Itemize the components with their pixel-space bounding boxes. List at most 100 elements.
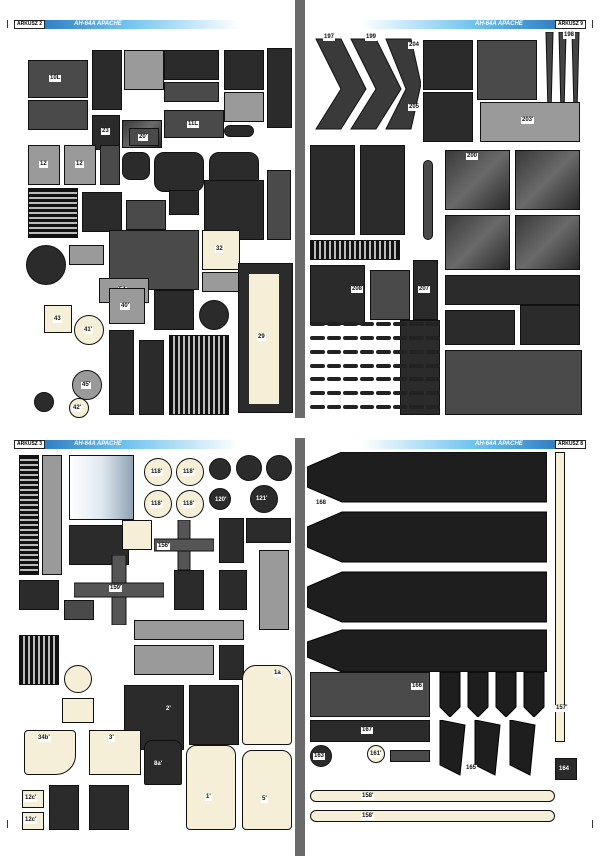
part-tread-strip [310, 240, 400, 260]
part-1: 1' [186, 745, 236, 830]
part-12: 12 [28, 145, 60, 185]
part-wheel-housing [26, 245, 66, 285]
sheet-label: ARKUSZ 3 [14, 440, 46, 449]
part-43: 43 [44, 305, 72, 333]
part-197-label: 197 [323, 34, 336, 41]
part-12: 12 [64, 145, 96, 185]
part-118: 118' [144, 490, 172, 518]
part-block [219, 645, 244, 680]
part-204-strip-set [423, 40, 473, 90]
part-34b: 34b' [24, 730, 76, 775]
crop-mark [592, 820, 593, 828]
part-tire [266, 455, 292, 481]
part-panel [126, 200, 166, 230]
part-strip [267, 48, 292, 128]
part-block [64, 600, 94, 620]
model-title: AH-64A APACHE [475, 21, 523, 27]
part-120: 120' [209, 488, 231, 510]
part-panel [445, 215, 510, 270]
part-engine-block [19, 635, 59, 685]
part-167: 167 [310, 720, 430, 742]
part-161: 161' [367, 745, 385, 763]
part-118: 118' [144, 458, 172, 486]
part-208-gears: 208 [310, 265, 365, 325]
sheet-header-bar [305, 440, 586, 449]
part-205-label: 205 [408, 104, 421, 111]
part-32: 32 [202, 230, 240, 270]
part-168-label: 168 [315, 500, 328, 507]
sheet-label: ARKUSZ 8 [554, 440, 586, 449]
part-instrument-panel [520, 305, 580, 345]
part-panel [219, 570, 247, 610]
part-decal-panels [360, 145, 405, 235]
part-168-fuselage-panels [307, 452, 547, 672]
sheet-arkusz-3: ARKUSZ 3 AH-64A APACHE 118' 118' 118' 11… [14, 440, 295, 835]
part-12c: 12c' [22, 790, 44, 808]
part-42: 42' [69, 398, 89, 418]
part-165-label: 165 [465, 765, 478, 772]
part-156-label: 156' [157, 543, 171, 550]
part-40: 40' [109, 288, 145, 324]
part-3: 3' [89, 730, 141, 775]
part-panel [134, 645, 214, 675]
part-tire [236, 455, 262, 481]
part-157-pole [555, 452, 565, 742]
part-box [202, 272, 240, 292]
part-169-wedges [439, 720, 536, 776]
part-box [122, 520, 152, 550]
part-10l: 10L [28, 60, 88, 98]
part-blade [423, 160, 433, 240]
crop-mark [7, 20, 8, 28]
part-panel [164, 50, 219, 80]
part-12c: 12c' [22, 812, 44, 830]
part-199-label: 199 [365, 34, 378, 41]
model-title: AH-64A APACHE [475, 441, 523, 447]
part-strip [267, 170, 291, 240]
part-bracket [154, 290, 194, 330]
part-panel [28, 100, 88, 130]
part-198-label: 198 [563, 32, 576, 39]
part-200-panel [515, 150, 580, 210]
part-instrument-strip [445, 310, 515, 345]
part-204-label: 204 [408, 42, 421, 49]
part-box [124, 50, 164, 90]
part-column [259, 550, 289, 630]
crop-mark [592, 20, 593, 28]
part-158-rod: 158' [310, 810, 555, 822]
part-seat [122, 152, 150, 180]
part-5: 5' [242, 750, 292, 830]
part-box [224, 92, 264, 122]
part-small-blades [390, 750, 430, 762]
part-20: 20' [129, 128, 159, 146]
part-box [174, 570, 204, 610]
part-decal-panels [310, 145, 355, 235]
part-panel [189, 685, 239, 745]
part-box [69, 245, 104, 265]
part-118: 118' [176, 490, 204, 518]
part-205-strip-set [423, 92, 473, 142]
part-198-blades [545, 32, 580, 112]
part-159-label: 159' [109, 585, 123, 592]
part-frame-ribs [28, 188, 78, 238]
part-41: 41' [74, 315, 104, 345]
part-strip [224, 125, 254, 137]
part-seat-shell [154, 152, 204, 192]
part-long-strip [134, 620, 244, 640]
model-title: AH-64A APACHE [74, 441, 122, 447]
sheet-arkusz-8: ARKUSZ 8 AH-64A APACHE 168 157' 166 167 … [305, 440, 586, 835]
part-rails [19, 455, 39, 575]
part-frame [92, 50, 122, 110]
part-157-label: 157' [555, 705, 569, 712]
part-ring [199, 300, 229, 330]
sheet-arkusz-2: ARKUSZ 2 AH-64A APACHE 10L 11L 23 12 12 … [14, 20, 295, 418]
part-panel [219, 518, 244, 563]
part-23: 23 [92, 115, 120, 150]
part-wheel [209, 458, 231, 480]
horizontal-gutter [0, 418, 600, 438]
part-207: 207 [413, 260, 438, 320]
part-box [169, 190, 199, 215]
part-block [89, 785, 129, 830]
part-block [49, 785, 79, 830]
part-blades-set [169, 335, 229, 415]
